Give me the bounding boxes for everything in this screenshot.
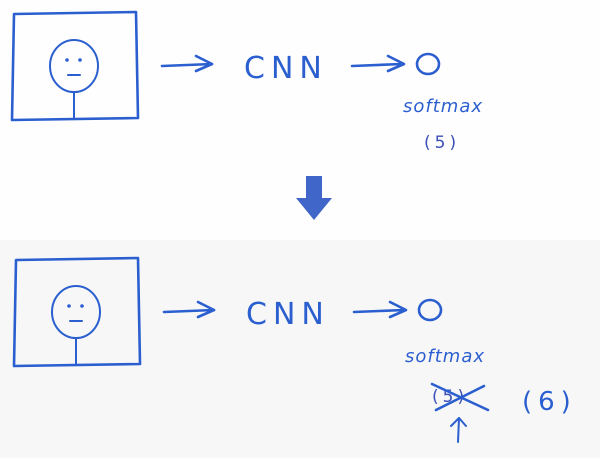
bottom-output-node [417, 298, 443, 322]
bottom-input-arrow [162, 300, 216, 319]
top-input-arrow [160, 54, 214, 73]
bottom-class-count: (6) [522, 387, 577, 417]
bottom-softmax-label: softmax [405, 346, 485, 367]
bottom-crossed-count: (5) [432, 387, 468, 407]
bottom-face-icon [51, 285, 101, 365]
top-cnn-label: CNN [244, 51, 328, 86]
cross-out-mark [430, 382, 490, 412]
top-output-node [415, 52, 441, 76]
bottom-cnn-label: CNN [246, 297, 330, 332]
top-class-count: (5) [424, 133, 460, 153]
bottom-row: CNN softmax (5) (6) [12, 256, 577, 443]
top-row: CNN softmax (5) [10, 10, 483, 153]
down-arrow [296, 176, 332, 220]
top-softmax-label: softmax [403, 96, 483, 117]
top-face-icon [49, 39, 99, 119]
bottom-panel [0, 240, 600, 458]
up-arrow-mark [450, 417, 467, 443]
bottom-output-arrow [352, 300, 408, 319]
top-face-image-frame [10, 10, 140, 122]
top-output-arrow [350, 54, 406, 73]
bottom-face-image-frame [12, 256, 142, 368]
